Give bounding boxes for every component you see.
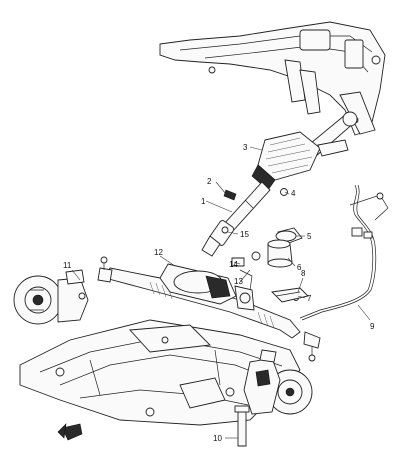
callout-4: 4 [291, 189, 296, 198]
bolt-2 [223, 189, 237, 201]
callout-2: 2 [207, 177, 212, 186]
nut-4 [280, 188, 288, 196]
callout-15: 15 [240, 230, 249, 239]
callout-9: 9 [370, 322, 375, 331]
callout-12: 12 [154, 248, 163, 257]
boot-seal-assembly [267, 227, 303, 268]
instrument-panel-beam [159, 21, 386, 136]
left-knuckle-hub [13, 269, 89, 325]
bolt-14 [231, 257, 245, 267]
tie-rod-ends [97, 256, 321, 362]
callout-8: 8 [301, 269, 306, 278]
front-subframe [19, 319, 301, 426]
bracket [271, 287, 309, 303]
callout-1: 1 [201, 197, 206, 206]
callout-6: 6 [297, 263, 302, 272]
subframe-bolt [234, 405, 250, 447]
nut-13 [251, 251, 261, 261]
bolt-15 [221, 226, 229, 234]
right-knuckle-hub [243, 349, 313, 415]
callout-7: 7 [307, 294, 312, 303]
hardware-parts [221, 188, 299, 301]
steering-gear-rack [104, 263, 301, 339]
callout-labels: 1 2 3 4 5 6 7 8 9 10 11 12 13 14 15 [63, 143, 375, 443]
leader-lines [71, 146, 371, 439]
callout-11: 11 [63, 261, 72, 270]
callout-3: 3 [243, 143, 248, 152]
intermediate-shaft [201, 181, 271, 257]
wiring-harness [299, 184, 389, 321]
callout-14: 14 [229, 260, 238, 269]
callout-10: 10 [213, 434, 222, 443]
callout-13: 13 [234, 277, 243, 286]
front-arrow-icon [57, 423, 83, 441]
steering-column [251, 111, 358, 191]
callout-5: 5 [307, 232, 312, 241]
